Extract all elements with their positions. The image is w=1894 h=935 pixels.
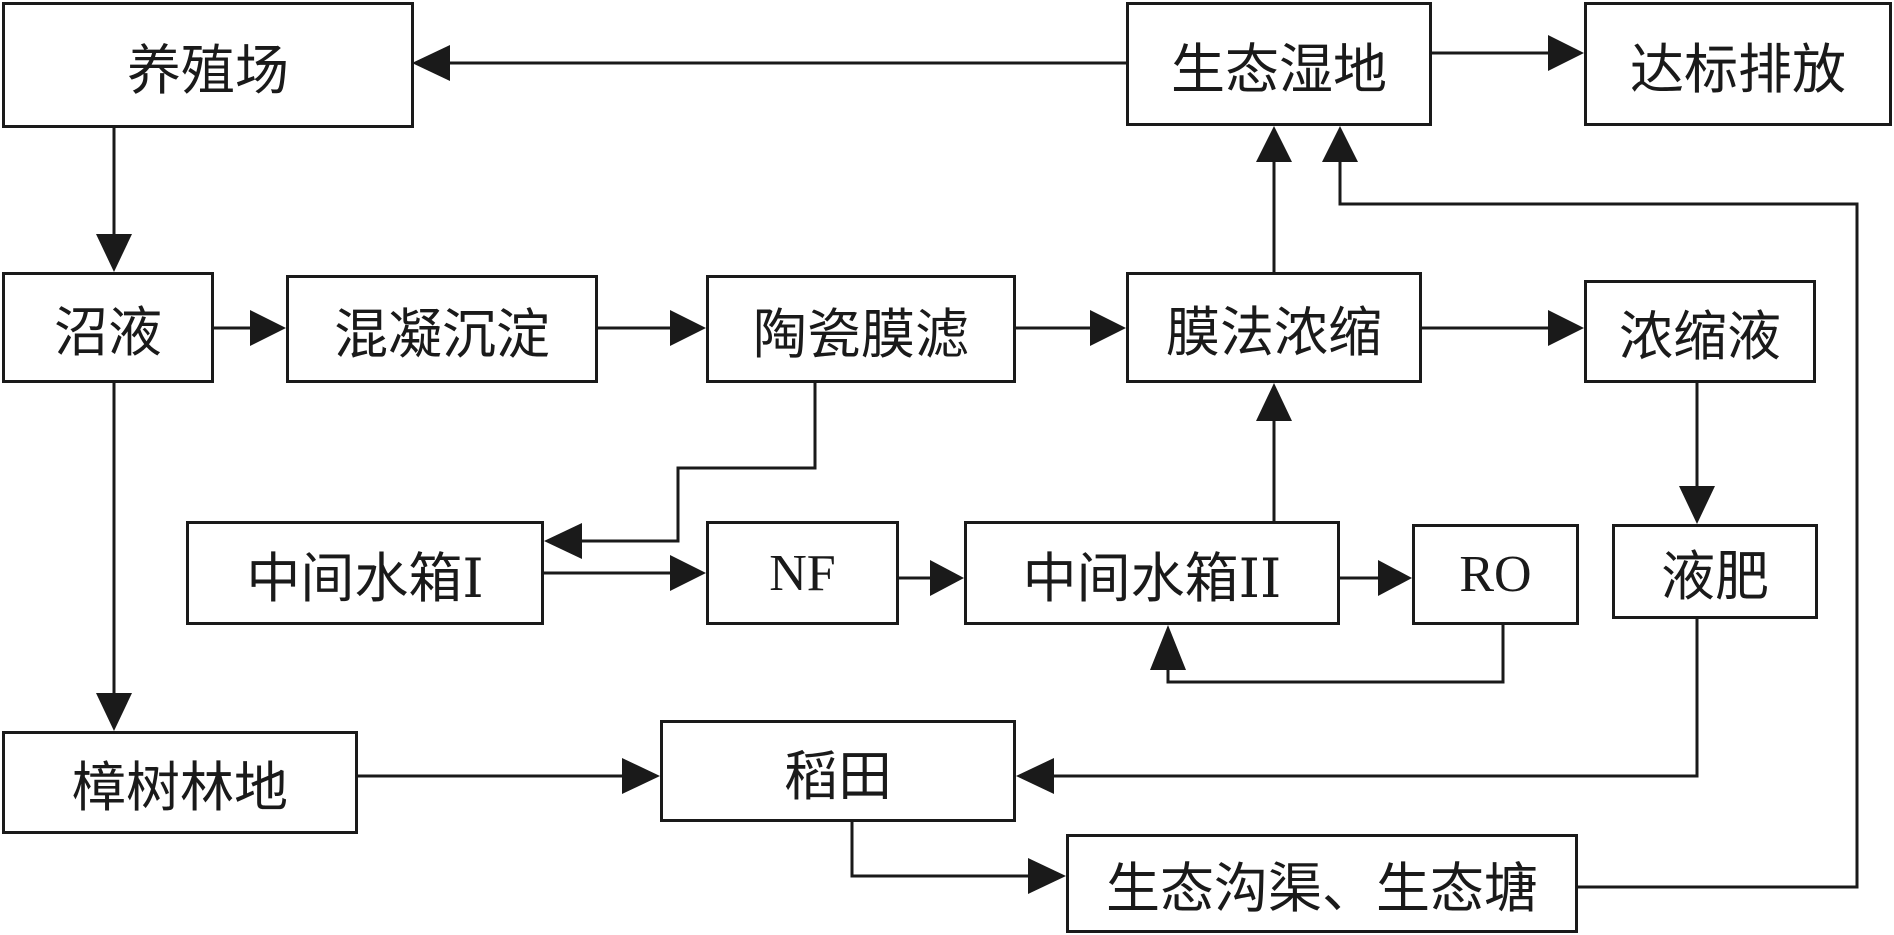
node-camphor-forest: 樟树林地 bbox=[2, 731, 358, 834]
node-liquid-fertilizer: 液肥 bbox=[1612, 524, 1818, 619]
arrowhead bbox=[96, 693, 132, 731]
node-ceramic: 陶瓷膜滤 bbox=[706, 275, 1016, 383]
arrowhead bbox=[1548, 310, 1584, 346]
node-discharge: 达标排放 bbox=[1584, 2, 1892, 126]
arrowhead bbox=[1322, 126, 1358, 162]
arrowhead bbox=[1150, 625, 1186, 670]
node-ro: RO bbox=[1412, 524, 1579, 625]
arrowhead bbox=[1378, 560, 1412, 596]
edge-ro-to-tank2 bbox=[1166, 625, 1505, 684]
arrowhead bbox=[1016, 758, 1054, 794]
arrowhead bbox=[622, 758, 660, 794]
node-concentrate: 浓缩液 bbox=[1584, 280, 1816, 383]
edge-ditch-to-wetland bbox=[1338, 162, 1859, 889]
arrowhead bbox=[1548, 35, 1584, 71]
node-intermediate-tank-1: 中间水箱I bbox=[186, 521, 544, 625]
node-farm: 养殖场 bbox=[2, 2, 414, 128]
node-wetland: 生态湿地 bbox=[1126, 2, 1432, 126]
arrowhead bbox=[1256, 126, 1292, 162]
node-paddy-field: 稻田 bbox=[660, 720, 1016, 822]
arrowhead bbox=[96, 234, 132, 272]
node-membrane-concentration: 膜法浓缩 bbox=[1126, 272, 1422, 383]
edge-ceramic-to-tank1 bbox=[582, 383, 817, 543]
arrowhead bbox=[1679, 486, 1715, 524]
arrowhead bbox=[670, 555, 706, 591]
arrowhead bbox=[544, 523, 582, 559]
arrowhead bbox=[930, 560, 964, 596]
arrowhead bbox=[1090, 310, 1126, 346]
node-eco-ditch-pond: 生态沟渠、生态塘 bbox=[1066, 834, 1578, 933]
node-intermediate-tank-2: 中间水箱II bbox=[964, 521, 1340, 625]
edge-fertilizer-to-paddy bbox=[1054, 619, 1699, 778]
arrowhead bbox=[1028, 858, 1066, 894]
arrowhead bbox=[412, 45, 450, 81]
arrowhead bbox=[250, 310, 286, 346]
edge-paddy-to-ditch bbox=[850, 822, 1028, 878]
arrowhead bbox=[1256, 383, 1292, 421]
node-slurry: 沼液 bbox=[2, 272, 214, 383]
node-nf: NF bbox=[706, 521, 899, 625]
node-coagulation: 混凝沉淀 bbox=[286, 275, 598, 383]
arrowhead bbox=[670, 310, 706, 346]
